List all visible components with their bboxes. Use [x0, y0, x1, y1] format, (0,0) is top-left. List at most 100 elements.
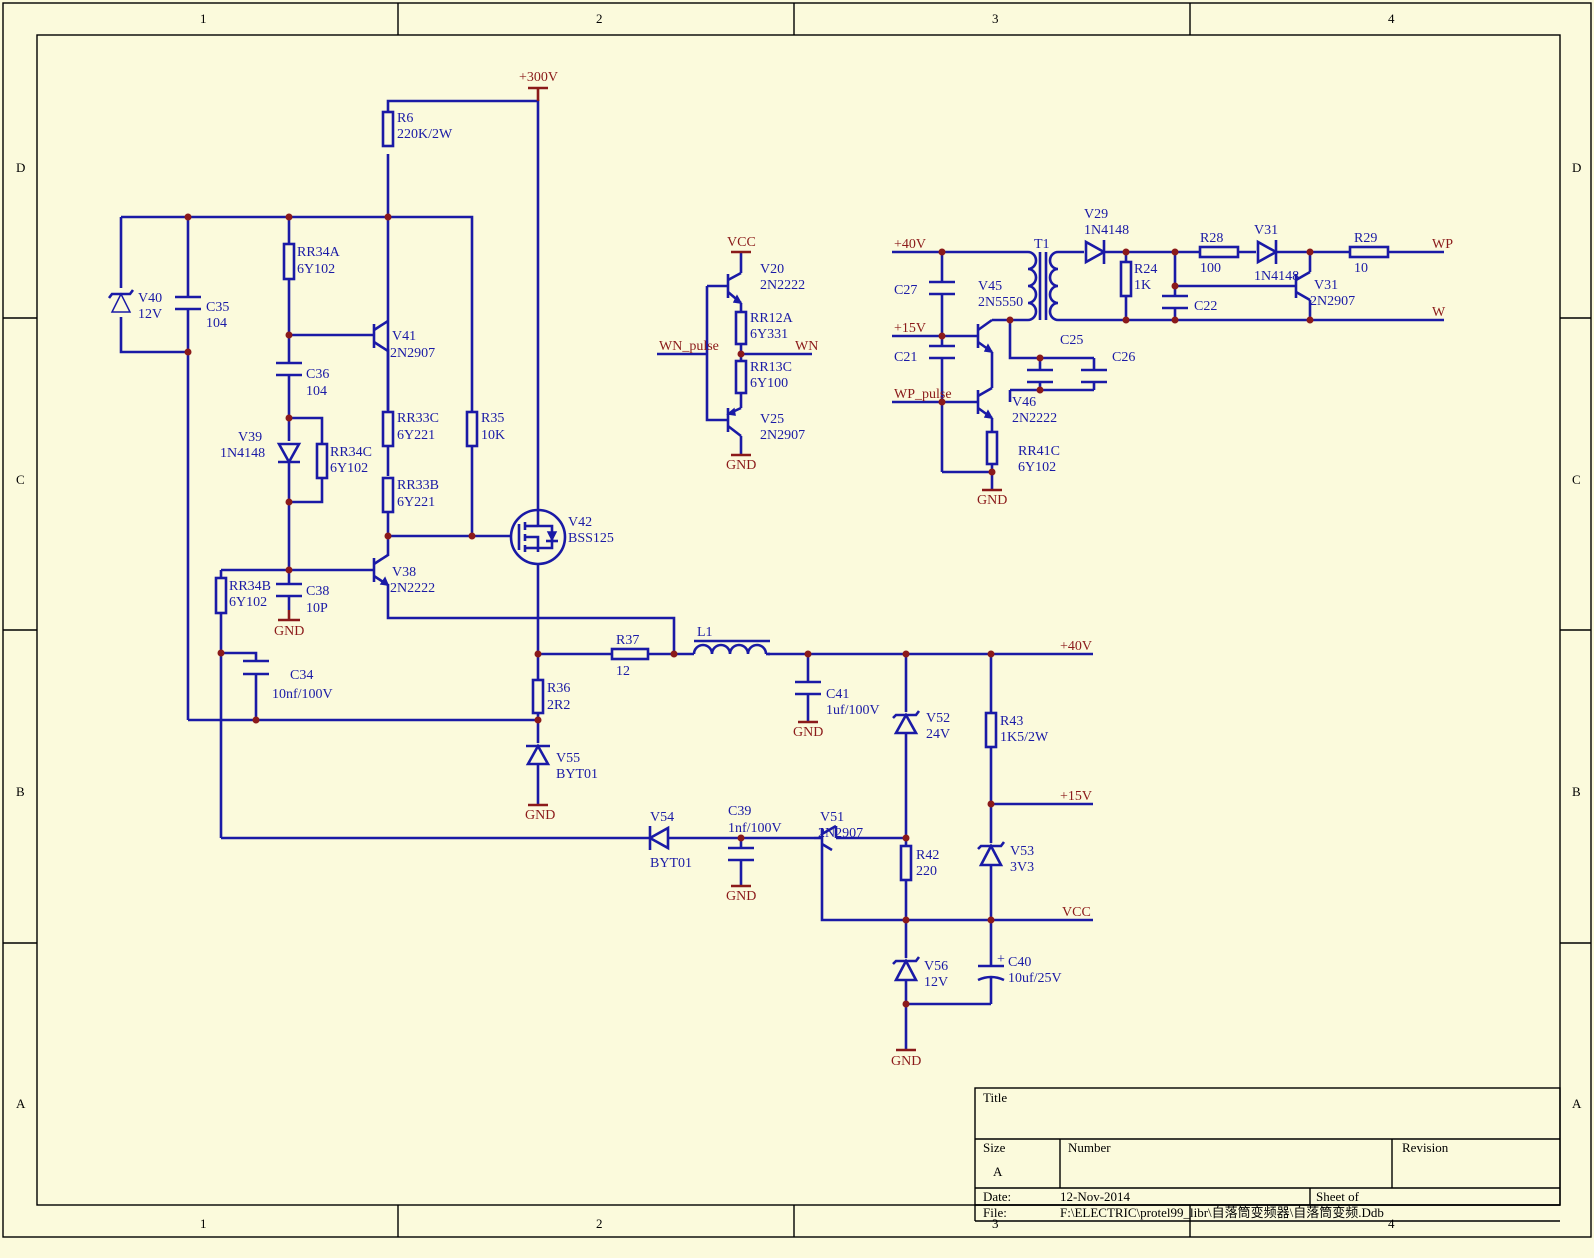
- r42-ref: R42: [916, 848, 939, 863]
- v55-value: BYT01: [556, 767, 598, 782]
- junction-dots: [184, 213, 1314, 1008]
- c34-ref: C34: [290, 668, 313, 683]
- net-label-gnd-c39: GND: [726, 889, 756, 904]
- size-value: A: [993, 1164, 1003, 1179]
- rr34a-ref: RR34A: [297, 245, 341, 260]
- c39-ref: C39: [728, 804, 751, 819]
- number-label: Number: [1068, 1140, 1111, 1155]
- gnd-symbol-v25: GND: [726, 453, 756, 473]
- r24-ref: R24: [1134, 262, 1157, 277]
- transistor-v20: V20 2N2222: [726, 262, 805, 304]
- date-label: Date:: [983, 1189, 1011, 1204]
- r6-ref: R6: [397, 111, 413, 126]
- v38-value: 2N2222: [390, 581, 435, 596]
- zone-col-1-bottom: 1: [200, 1216, 207, 1231]
- net-label-wn-pulse: WN_pulse: [659, 339, 719, 354]
- transistor-v41: V41 2N2907: [372, 319, 435, 361]
- v56-value: 12V: [924, 975, 948, 990]
- r37-value: 12: [616, 664, 630, 679]
- zone-row-b-left: B: [16, 784, 25, 799]
- r37-ref: R37: [616, 633, 639, 648]
- v42-ref: V42: [568, 515, 592, 530]
- rr33b-ref: RR33B: [397, 478, 439, 493]
- capacitor-c38: C38 10P: [276, 582, 329, 616]
- rr33c-ref: RR33C: [397, 411, 439, 426]
- title-block: Title Size A Number Revision Date: 12-No…: [974, 1087, 1561, 1222]
- net-labels: +40V +15V VCC +40V +15V WP_pulse WN_puls…: [659, 237, 1453, 920]
- power-symbols: +300V GND GND GND GND GND VCC GN: [274, 70, 1007, 1069]
- rr34b-ref: RR34B: [229, 579, 271, 594]
- r43-ref: R43: [1000, 714, 1023, 729]
- rr33b-value: 6Y221: [397, 495, 435, 510]
- resistor-r6: R6 220K/2W: [381, 110, 453, 148]
- r43-value: 1K5/2W: [1000, 730, 1049, 745]
- gnd-symbol-v56: GND: [891, 1048, 921, 1069]
- resistor-rr34b: RR34B 6Y102: [214, 576, 271, 615]
- zone-row-a-right: A: [1572, 1096, 1582, 1111]
- r36-value: 2R2: [547, 698, 570, 713]
- mosfet-v42: V42 BSS125: [509, 508, 614, 566]
- net-label-40v-top: +40V: [894, 237, 926, 252]
- v31-diode-value: 1N4148: [1254, 269, 1299, 284]
- file-label: File:: [983, 1205, 1007, 1220]
- v40-value: 12V: [138, 307, 162, 322]
- v51-ref: V51: [820, 810, 844, 825]
- v51-value: 2N2907: [818, 826, 863, 841]
- gnd-symbol-c39: GND: [726, 884, 756, 904]
- c21-ref: C21: [894, 350, 917, 365]
- zone-col-2-top: 2: [596, 11, 603, 26]
- v53-ref: V53: [1010, 844, 1034, 859]
- resistor-rr34c: RR34C 6Y102: [315, 442, 372, 480]
- net-label-wp: WP: [1432, 237, 1453, 252]
- net-label-vcc-top: VCC: [727, 235, 756, 250]
- zone-row-d-right: D: [1572, 160, 1581, 175]
- r42-value: 220: [916, 864, 937, 879]
- diode-v54: V54 BYT01: [647, 810, 692, 871]
- v41-value: 2N2907: [390, 346, 435, 361]
- c26-ref: C26: [1112, 350, 1135, 365]
- diode-v39: V39 1N4148: [220, 430, 302, 465]
- inductor-l1: L1: [692, 625, 770, 656]
- net-label-40v-mid: +40V: [1060, 639, 1092, 654]
- c40-ref: C40: [1008, 955, 1031, 970]
- c36-value: 104: [306, 384, 327, 399]
- net-label-gnd-c38: GND: [274, 624, 304, 639]
- net-label-gnd-v55: GND: [525, 808, 555, 823]
- zener-diode-v53: V53 3V3: [977, 841, 1034, 875]
- zener-diode-v56: V56 12V: [892, 956, 948, 990]
- capacitor-c27: C27: [894, 280, 955, 298]
- capacitor-c40: + C40 10uf/25V: [977, 952, 1062, 986]
- net-label-gnd-v25: GND: [726, 458, 756, 473]
- zone-col-1-top: 1: [200, 11, 207, 26]
- c38-value: 10P: [306, 601, 328, 616]
- resistor-rr41c: RR41C 6Y102: [985, 430, 1060, 475]
- net-label-wn: WN: [795, 339, 818, 354]
- r36-ref: R36: [547, 681, 570, 696]
- r29-value: 10: [1354, 261, 1368, 276]
- capacitor-c35: C35 104: [175, 295, 229, 331]
- zone-col-3-bottom: 3: [992, 1216, 999, 1231]
- transistor-v31-2n2907: V31 2N2907: [1294, 270, 1355, 309]
- c38-ref: C38: [306, 584, 329, 599]
- capacitor-c34: C34 10nf/100V: [243, 659, 333, 702]
- c34-value: 10nf/100V: [272, 687, 333, 702]
- diode-v55: V55 BYT01: [525, 743, 598, 782]
- wires-right-drive: [892, 250, 1444, 490]
- transistor-v46: V46 2N2222: [976, 386, 1057, 426]
- v55-ref: V55: [556, 751, 580, 766]
- zener-diode-v52: V52 24V: [892, 710, 950, 742]
- rr13c-value: 6Y100: [750, 376, 788, 391]
- diode-v29: V29 1N4148: [1084, 207, 1129, 265]
- capacitor-c21: C21: [894, 344, 955, 365]
- rr34a-value: 6Y102: [297, 262, 335, 277]
- rr34b-value: 6Y102: [229, 595, 267, 610]
- resistor-rr12a: RR12A 6Y331: [734, 310, 794, 346]
- zone-col-4-bottom: 4: [1388, 1216, 1395, 1231]
- rr34c-ref: RR34C: [330, 445, 372, 460]
- diode-v31-1n4148: V31 1N4148: [1254, 223, 1299, 284]
- v25-ref: V25: [760, 412, 784, 427]
- r6-value: 220K/2W: [397, 127, 453, 142]
- v54-value: BYT01: [650, 856, 692, 871]
